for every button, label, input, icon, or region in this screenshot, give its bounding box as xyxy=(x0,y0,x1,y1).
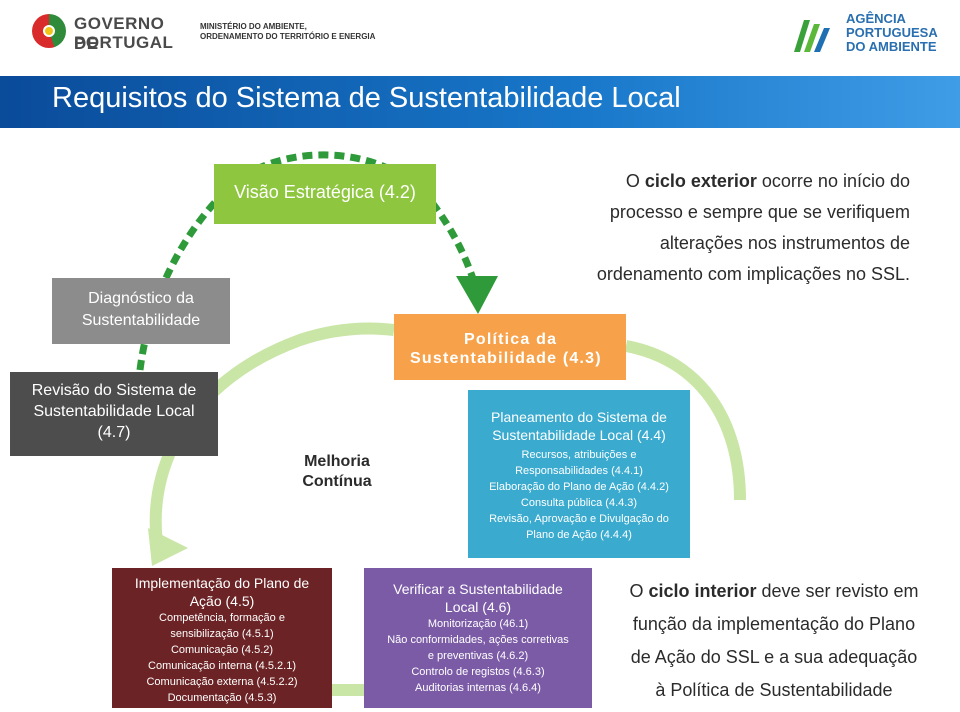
planeamento-head-line-2: Sustentabilidade Local (4.4) xyxy=(492,427,666,443)
verificar-item: Não conformidades, ações corretivas xyxy=(387,634,569,646)
apa-line-2: PORTUGUESA xyxy=(846,25,938,40)
planeamento-heading: Planeamento do Sistema de Sustentabilida… xyxy=(468,408,690,444)
apa-logo: AGÊNCIA PORTUGUESA DO AMBIENTE xyxy=(790,8,950,58)
gov-logo-text-2: PORTUGAL xyxy=(74,33,174,52)
exterior-post: ocorre no início do xyxy=(756,171,910,191)
verificar-head-line-2: Local (4.6) xyxy=(444,599,512,615)
apa-line-1: AGÊNCIA xyxy=(846,11,906,26)
exterior-line-3: alterações nos instrumentos de xyxy=(659,233,910,253)
ministry-line-2: ORDENAMENTO DO TERRITÓRIO E ENERGIA xyxy=(200,32,376,41)
implementacao-head-line-2: Ação (4.5) xyxy=(189,593,255,609)
outer-cycle-arrowhead xyxy=(456,276,498,314)
verificar-head-line-1: Verificar a Sustentabilidade xyxy=(393,581,563,597)
gov-logo-text-1: GOVERNO DE xyxy=(74,14,165,53)
page-title: Requisitos do Sistema de Sustentabilidad… xyxy=(52,82,681,114)
ministry-name: MINISTÉRIO DO AMBIENTE, ORDENAMENTO DO T… xyxy=(200,22,400,42)
box-politica: Política da Sustentabilidade (4.3) xyxy=(394,314,626,380)
revisao-line-1: Revisão do Sistema de xyxy=(31,382,197,399)
diagnostico-line-2: Sustentabilidade xyxy=(81,312,201,329)
verificar-item: Auditorias internas (4.6.4) xyxy=(415,682,541,694)
implementacao-item: Comunicação interna (4.5.2.1) xyxy=(148,660,296,672)
box-visao-estrategica: Visão Estratégica (4.2) xyxy=(214,164,436,224)
box-revisao: Revisão do Sistema de Sustentabilidade L… xyxy=(10,372,218,456)
exterior-pre: O xyxy=(625,171,645,191)
implementacao-item: sensibilização (4.5.1) xyxy=(170,628,274,640)
paragraph-ciclo-interior: O ciclo interior deve ser revisto em fun… xyxy=(596,575,952,707)
interior-pre: O xyxy=(629,581,649,601)
verificar-heading: Verificar a Sustentabilidade Local (4.6) xyxy=(364,580,592,616)
inner-cycle-arrowhead-up xyxy=(148,528,188,566)
planeamento-item: Recursos, atribuições e xyxy=(521,449,637,461)
box-verificar: Verificar a Sustentabilidade Local (4.6)… xyxy=(364,568,592,708)
melhoria-line-2: Contínua xyxy=(302,473,372,490)
visao-label: Visão Estratégica (4.2) xyxy=(234,182,416,202)
planeamento-item: Plano de Ação (4.4.4) xyxy=(526,529,632,541)
diagnostico-line-1: Diagnóstico da xyxy=(88,290,194,307)
implementacao-item: Documentação (4.5.3) xyxy=(167,692,277,704)
box-diagnostico: Diagnóstico da Sustentabilidade xyxy=(52,278,230,344)
governo-portugal-logo: GOVERNO DE PORTUGAL xyxy=(32,10,182,54)
implementacao-item: Competência, formação e xyxy=(159,612,285,624)
ministry-line-1: MINISTÉRIO DO AMBIENTE, xyxy=(200,22,307,31)
implementacao-head-line-1: Implementação do Plano de xyxy=(134,575,310,591)
planeamento-item: Responsabilidades (4.4.1) xyxy=(515,465,643,477)
interior-bold: ciclo interior xyxy=(648,581,757,601)
implementacao-item: Comunicação externa (4.5.2.2) xyxy=(146,676,298,688)
exterior-line-4: ordenamento com implicações no SSL. xyxy=(596,264,910,284)
interior-line-2: função da implementação do Plano xyxy=(632,614,916,634)
apa-leaf-icon xyxy=(794,20,830,52)
planeamento-item: Revisão, Aprovação e Divulgação do xyxy=(489,513,669,525)
interior-line-1: O ciclo interior deve ser revisto em xyxy=(596,575,952,608)
inner-cycle-arc-right xyxy=(624,340,746,501)
apa-logo-text: AGÊNCIA PORTUGUESA DO AMBIENTE xyxy=(846,12,938,54)
box-planeamento: Planeamento do Sistema de Sustentabilida… xyxy=(468,390,690,558)
apa-line-3: DO AMBIENTE xyxy=(846,39,937,54)
box-implementacao: Implementação do Plano de Ação (4.5) Com… xyxy=(112,568,332,708)
planeamento-item: Consulta pública (4.4.3) xyxy=(520,497,638,509)
inner-cycle-arc-left xyxy=(149,322,395,562)
exterior-line-2: processo e sempre que se verifiquem xyxy=(609,202,910,222)
revisao-line-3: (4.7) xyxy=(97,424,131,441)
exterior-line-1: O ciclo exterior ocorre no início do xyxy=(520,166,910,197)
outer-cycle-dashed-arc xyxy=(136,151,480,371)
paragraph-ciclo-exterior: O ciclo exterior ocorre no início do pro… xyxy=(520,166,910,290)
implementacao-item: Comunicação (4.5.2) xyxy=(170,644,274,656)
implementacao-heading: Implementação do Plano de Ação (4.5) xyxy=(112,574,332,610)
interior-line-3: de Ação do SSL e a sua adequação xyxy=(630,647,918,667)
title-bar xyxy=(0,76,960,128)
interior-post: deve ser revisto em xyxy=(756,581,919,601)
portugal-emblem-icon xyxy=(32,14,66,48)
interior-line-4: à Política de Sustentabilidade xyxy=(655,680,893,700)
melhoria-continua-label: Melhoria Contínua xyxy=(282,452,392,492)
planeamento-item: Elaboração do Plano de Ação (4.4.2) xyxy=(489,481,669,493)
verificar-item: Monitorização (46.1) xyxy=(427,618,529,630)
politica-line-2: Sustentabilidade (4.3) xyxy=(410,350,602,367)
politica-line-1: Política da xyxy=(464,331,558,348)
verificar-item: Controlo de registos (4.6.3) xyxy=(411,666,545,678)
exterior-bold: ciclo exterior xyxy=(644,171,757,191)
planeamento-head-line-1: Planeamento do Sistema de xyxy=(491,409,667,425)
melhoria-line-1: Melhoria xyxy=(304,453,370,470)
verificar-item: e preventivas (4.6.2) xyxy=(427,650,529,662)
revisao-line-2: Sustentabilidade Local xyxy=(33,403,195,420)
